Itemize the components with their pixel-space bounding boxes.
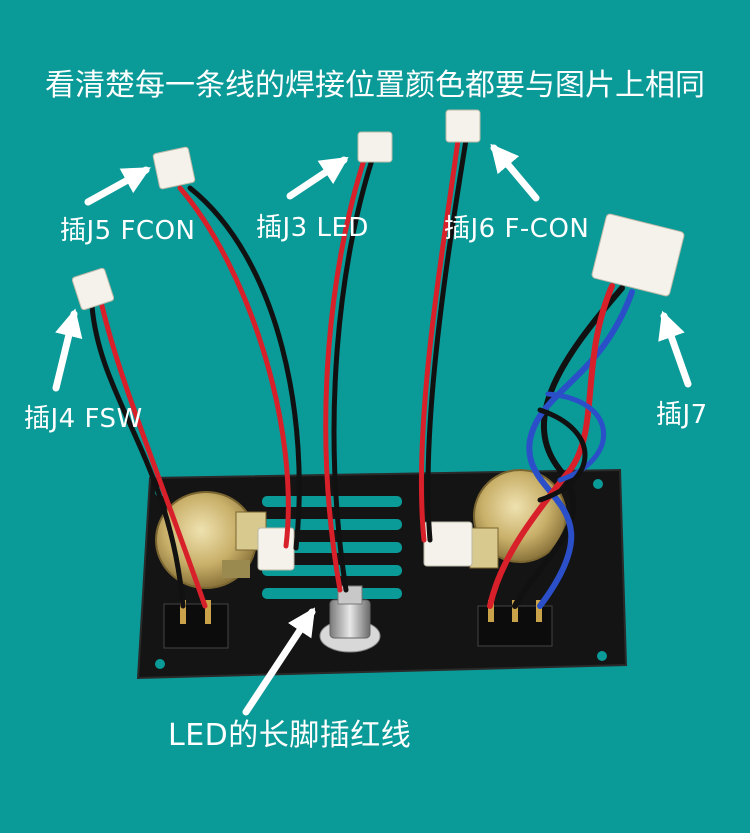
connector-j7 xyxy=(591,213,685,297)
label-j3: 插J3 LED xyxy=(256,213,369,243)
label-j6: 插J6 F-CON xyxy=(444,214,590,244)
connector-j5 xyxy=(152,146,196,190)
arrow-j6 xyxy=(490,143,540,202)
arrow-j5 xyxy=(84,166,151,206)
wires xyxy=(89,137,635,609)
label-j5: 插J5 FCON xyxy=(60,216,196,246)
left-terminal-block xyxy=(163,600,229,649)
label-j4: 插J4 FSW xyxy=(24,404,143,434)
arrow-led xyxy=(242,607,316,716)
arrow-j4 xyxy=(52,308,83,392)
connector-j3 xyxy=(357,131,393,163)
arrows xyxy=(52,143,692,716)
label-j7: 插J7 xyxy=(656,400,708,430)
connector-j4 xyxy=(71,267,115,311)
arrow-j3 xyxy=(286,156,349,200)
arrow-j7 xyxy=(658,310,692,388)
right-small-connector xyxy=(423,521,473,567)
right-potentiometer xyxy=(469,469,567,569)
connector-j6 xyxy=(445,109,481,143)
page-title: 看清楚每一条线的焊接位置颜色都要与图片上相同 xyxy=(45,68,705,103)
label-led-note: LED的长脚插红线 xyxy=(168,718,412,753)
right-terminal-block xyxy=(477,600,553,647)
led-holder xyxy=(319,585,381,653)
